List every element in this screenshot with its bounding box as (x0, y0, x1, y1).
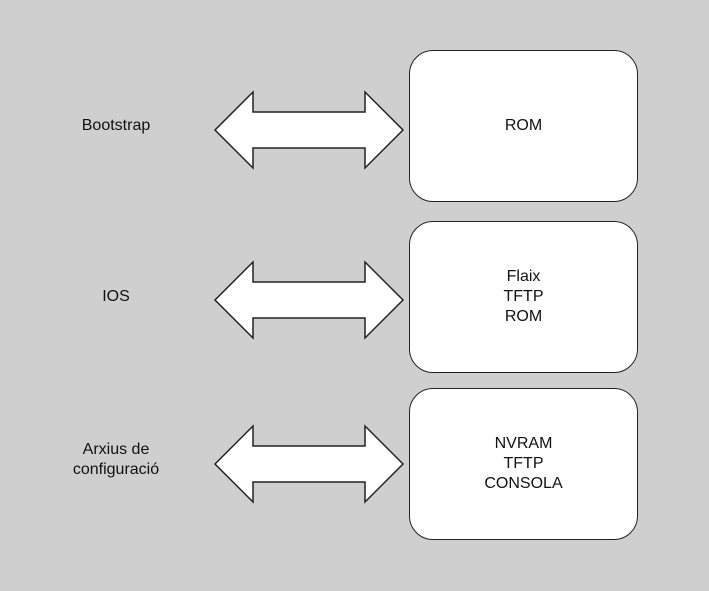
box-line: TFTP (503, 288, 544, 305)
config-files-label: Arxius de configuració (72, 441, 160, 478)
double-arrow-icon (213, 260, 405, 340)
box-line: TFTP (503, 455, 544, 472)
bootstrap-source-box: ROM (409, 50, 638, 202)
config-source-box: NVRAM TFTP CONSOLA (409, 388, 638, 540)
ios-source-box: Flaix TFTP ROM (409, 221, 638, 373)
box-line: Flaix (506, 268, 541, 285)
double-arrow-icon (213, 90, 405, 170)
box-line: CONSOLA (484, 475, 563, 492)
bootstrap-label: Bootstrap (81, 117, 151, 134)
box-line: NVRAM (494, 435, 553, 452)
ios-label: IOS (102, 288, 130, 305)
box-line: ROM (504, 308, 543, 325)
box-line: ROM (504, 117, 543, 134)
double-arrow-icon (213, 424, 405, 504)
